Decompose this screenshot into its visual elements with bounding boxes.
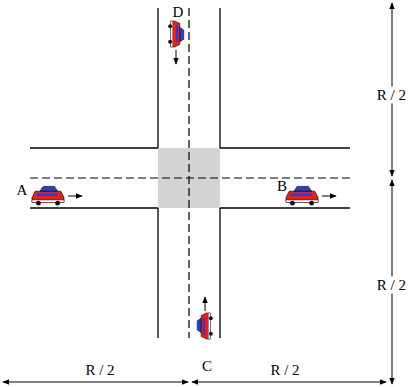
car-b (286, 186, 318, 205)
dimension-label: R / 2 (83, 362, 116, 379)
motion-arrows (68, 50, 336, 311)
car-a (32, 186, 64, 205)
car-d (168, 21, 184, 47)
cars (32, 21, 318, 339)
dimension-label: R / 2 (375, 277, 408, 294)
dimension-arrows (3, 3, 392, 384)
lane-dividers (30, 8, 350, 338)
car-letter: C (200, 358, 214, 375)
car-letter: A (15, 182, 30, 199)
dimension-label: R / 2 (268, 362, 301, 379)
car-letter: D (171, 4, 186, 21)
car-letter: B (275, 178, 289, 195)
dimension-label: R / 2 (375, 87, 408, 104)
road-edges (30, 8, 350, 338)
car-c (197, 313, 213, 339)
